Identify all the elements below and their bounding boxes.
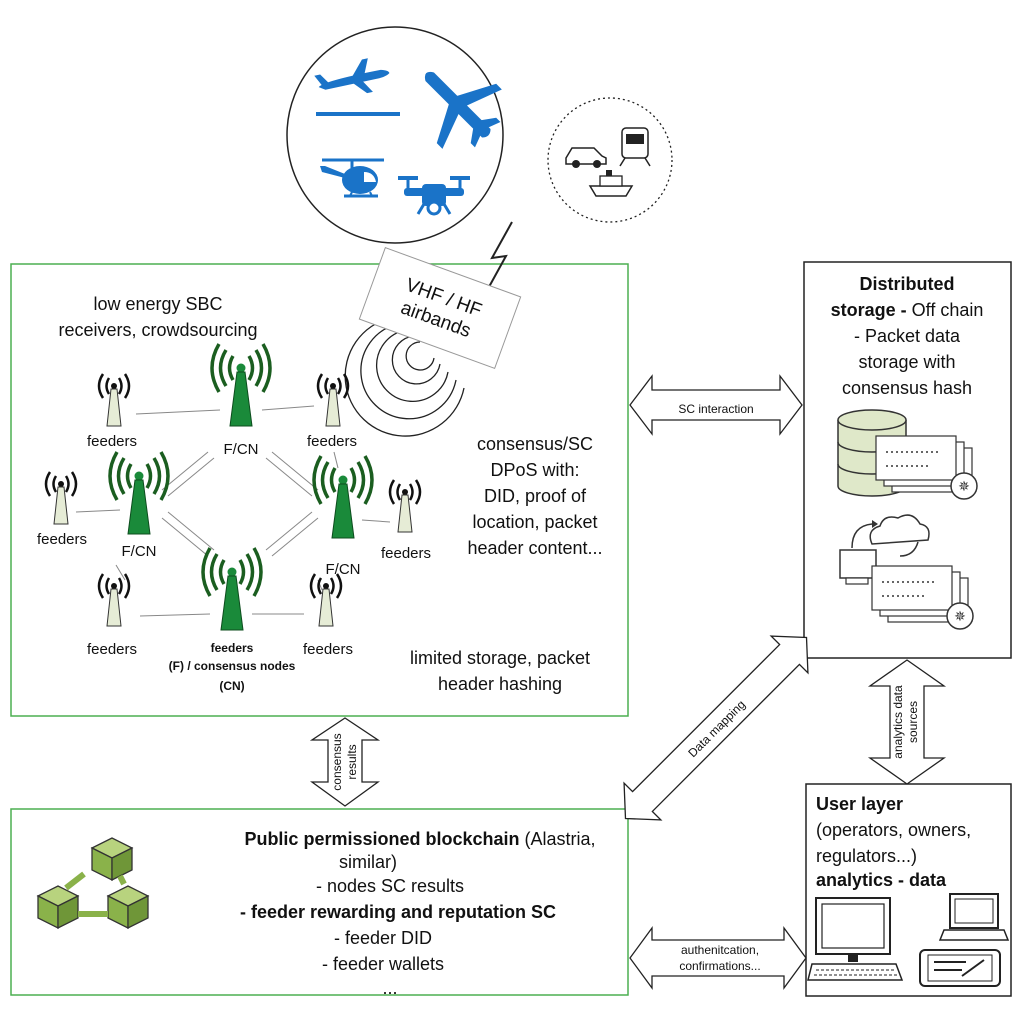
authentication-arrow: authenitcation, confirmations... — [629, 926, 807, 990]
radio-wave-icon — [344, 317, 465, 437]
svg-text:(operators, owners,: (operators, owners, — [816, 820, 971, 840]
svg-text:header content...: header content... — [467, 538, 602, 558]
car-icon — [565, 147, 607, 168]
svg-text:limited storage, packet: limited storage, packet — [410, 648, 590, 668]
legend-line1: feeders — [211, 641, 254, 655]
svg-text:- feeder rewarding and reputat: - feeder rewarding and reputation SC — [240, 902, 556, 922]
network-links — [75, 405, 391, 617]
feeders-label-2: feeders — [307, 433, 357, 450]
ship-icon — [588, 170, 634, 197]
train-icon — [619, 127, 651, 167]
svg-text:DPoS with:: DPoS with: — [490, 460, 579, 480]
svg-text:- feeder wallets: - feeder wallets — [322, 954, 444, 974]
svg-text:- feeder DID: - feeder DID — [334, 928, 432, 948]
fcn-label-1: F/CN — [224, 441, 259, 458]
desktop-computer-icon — [807, 897, 904, 981]
svg-text:- Packet data: - Packet data — [854, 326, 961, 346]
svg-text:consensus/SC: consensus/SC — [477, 434, 593, 454]
laptop-icon — [938, 893, 1010, 941]
cloud-sync-icon — [839, 514, 930, 585]
svg-text:SC interaction: SC interaction — [678, 402, 753, 416]
svg-text:- nodes SC results: - nodes SC results — [316, 876, 464, 896]
svg-text:consensus hash: consensus hash — [842, 378, 972, 398]
fcn-label-2: F/CN — [122, 543, 157, 560]
user-layer-text: User layer (operators, owners, regulator… — [816, 794, 971, 890]
legend-line2: (F) / consensus nodes — [169, 659, 296, 673]
analytics-sources-arrow: analytics data sources — [867, 659, 947, 785]
drone-icon — [398, 176, 470, 216]
blockchain-cubes-icon — [36, 837, 150, 930]
feeders-label-3: feeders — [37, 531, 87, 548]
aircraft-circle — [286, 26, 504, 244]
svg-text:confirmations...: confirmations... — [679, 959, 760, 973]
svg-text:Distributed: Distributed — [859, 274, 954, 294]
consensus-results-arrow: consensus results — [309, 717, 381, 807]
feeders-label-5: feeders — [87, 641, 137, 658]
svg-text:DID, proof of: DID, proof of — [484, 486, 587, 506]
tablet-icon — [919, 949, 1001, 987]
svg-text:analytics - data: analytics - data — [816, 870, 947, 890]
svg-text:results: results — [345, 744, 359, 779]
antenna-labels: feeders feeders feeders feeders feeders … — [37, 433, 431, 693]
airplane-large-icon — [424, 71, 502, 149]
svg-text:sources: sources — [906, 701, 920, 743]
data-mapping-arrow: Data mapping — [623, 635, 809, 821]
svg-text:consensus: consensus — [330, 733, 344, 790]
feeders-label-4: feeders — [381, 545, 431, 562]
network-intro-line1: low energy SBC — [93, 294, 222, 314]
helicopter-icon — [320, 158, 384, 198]
ground-vehicles-circle — [547, 97, 673, 223]
feeders-label-1: feeders — [87, 433, 137, 450]
consensus-description: consensus/SC DPoS with: DID, proof of lo… — [467, 434, 602, 558]
radio-band-label: VHF / HF airbands — [358, 247, 522, 369]
svg-text:regulators...): regulators...) — [816, 846, 917, 866]
svg-text:authenitcation,: authenitcation, — [681, 943, 759, 957]
svg-text:similar): similar) — [339, 852, 397, 872]
blockchain-text: Public permissioned blockchain (Alastria… — [240, 829, 596, 998]
svg-text:analytics data: analytics data — [891, 685, 905, 759]
svg-text:header hashing: header hashing — [438, 674, 562, 694]
svg-text:location, packet: location, packet — [472, 512, 597, 532]
network-intro-line2: receivers, crowdsourcing — [58, 320, 257, 340]
svg-text:...: ... — [382, 978, 397, 998]
feeders-label-6: feeders — [303, 641, 353, 658]
sc-interaction-arrow: SC interaction — [629, 374, 803, 436]
fcn-label-3: F/CN — [326, 561, 361, 578]
storage-description: limited storage, packet header hashing — [410, 648, 590, 694]
legend-line3: (CN) — [219, 679, 244, 693]
svg-text:storage with: storage with — [858, 352, 955, 372]
airplane-icon — [314, 58, 390, 94]
distributed-storage-text: Distributed storage - Off chain - Packet… — [831, 274, 984, 398]
svg-text:User layer: User layer — [816, 794, 903, 814]
svg-text:storage - Off chain: storage - Off chain — [831, 300, 984, 320]
svg-text:Public permissioned blockchain: Public permissioned blockchain (Alastria… — [244, 829, 595, 849]
lightning-icon — [483, 221, 513, 297]
